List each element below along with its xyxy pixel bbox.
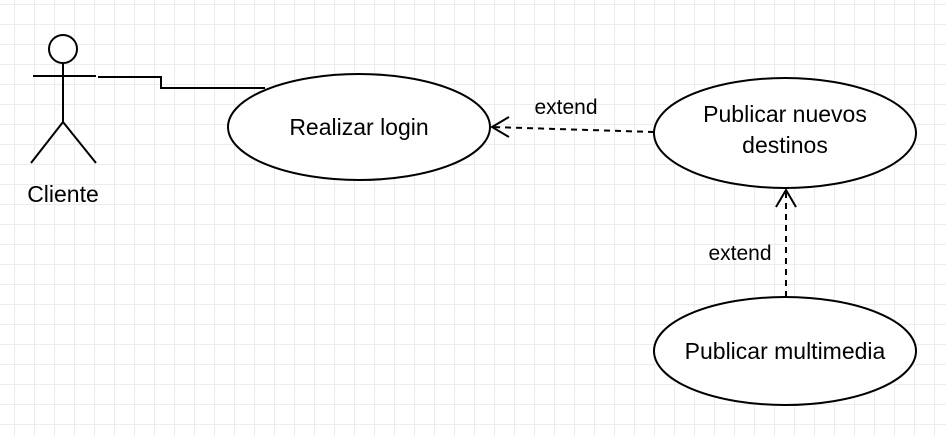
actor-head [48, 34, 78, 64]
use-case-label: Publicar multimedia [685, 338, 886, 364]
use-case-label-line1: Publicar nuevos [703, 101, 867, 127]
actor-cliente[interactable]: Cliente [27, 34, 99, 207]
extend-relation-top[interactable]: extend [490, 96, 655, 138]
use-case-ellipse [227, 73, 491, 181]
extend-arrowhead [775, 188, 797, 208]
actor-label: Cliente [27, 181, 99, 207]
use-case-publicar-nuevos-destinos[interactable]: Publicar nuevos destinos [653, 77, 917, 189]
use-case-realizar-login[interactable]: Realizar login [227, 73, 491, 181]
extend-label: extend [534, 96, 597, 119]
use-case-label: Realizar login [289, 114, 428, 140]
use-case-publicar-multimedia[interactable]: Publicar multimedia [653, 296, 917, 406]
use-case-label-line2: destinos [742, 132, 828, 158]
association-line[interactable] [98, 76, 265, 89]
extend-relation-vertical[interactable]: extend [708, 188, 797, 297]
extend-label: extend [708, 242, 771, 265]
use-case-ellipse [653, 77, 917, 189]
extend-dashed-line [491, 126, 655, 133]
actor-right-leg [62, 121, 97, 164]
actor-left-leg [30, 121, 64, 164]
extend-arrowhead [490, 116, 510, 138]
